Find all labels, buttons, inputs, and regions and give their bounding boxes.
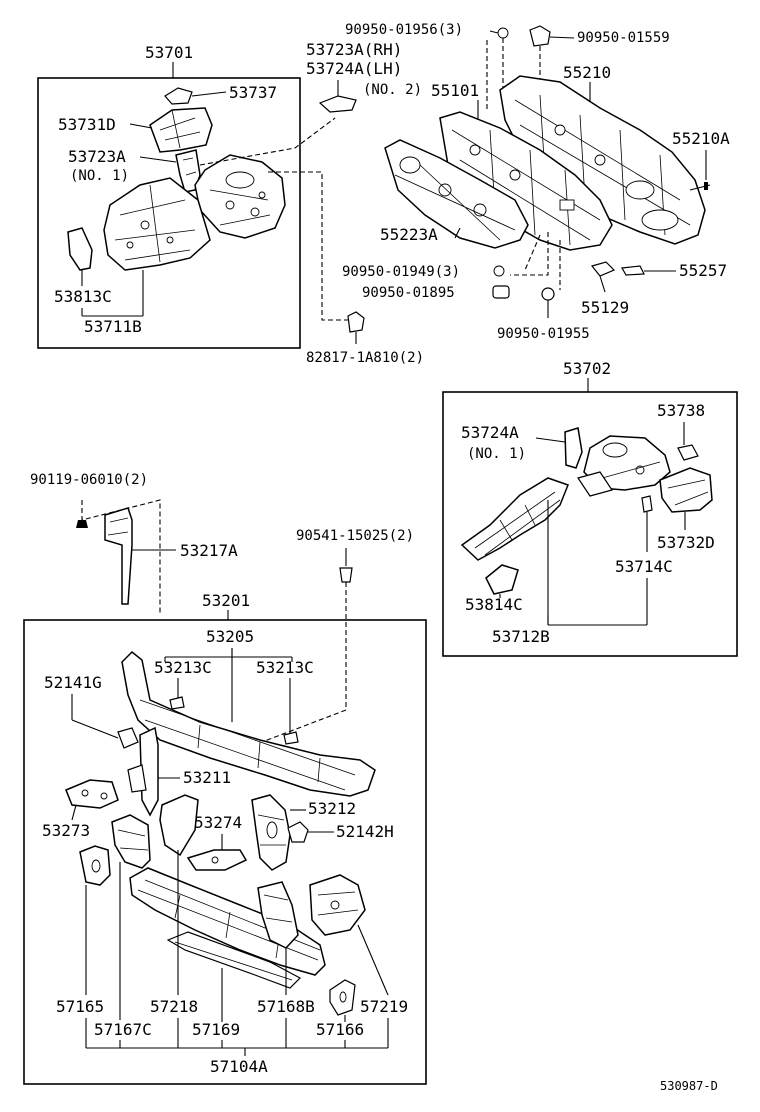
label-90541-15025: 90541-15025(2) xyxy=(296,528,414,544)
label-52142H: 52142H xyxy=(336,822,394,841)
label-55101: 55101 xyxy=(431,81,479,100)
label-53213C-a: 53213C xyxy=(154,658,212,677)
part-53217A xyxy=(104,507,133,605)
label-55210A: 55210A xyxy=(672,129,730,148)
part-53711B xyxy=(103,177,211,271)
label-57167C: 57167C xyxy=(94,1020,152,1039)
part-55223A xyxy=(384,139,529,249)
label-57168B: 57168B xyxy=(257,997,315,1016)
label-53201: 53201 xyxy=(202,591,250,610)
label-90950-01559: 90950-01559 xyxy=(577,30,670,46)
label-53724A-no1-note: (NO. 1) xyxy=(467,446,526,462)
label-53732D: 53732D xyxy=(657,533,715,552)
label-53724A-no1: 53724A xyxy=(461,423,519,442)
part-57169 xyxy=(166,931,301,989)
part-90541-15025 xyxy=(339,567,353,583)
label-53701: 53701 xyxy=(145,43,193,62)
label-57218: 57218 xyxy=(150,997,198,1016)
part-90950-01949 xyxy=(493,265,505,277)
label-53814C: 53814C xyxy=(465,595,523,614)
label-53731D: 53731D xyxy=(58,115,116,134)
part-53813C xyxy=(67,227,93,271)
group-box-53201 xyxy=(23,619,427,1085)
label-82817-1A810: 82817-1A810(2) xyxy=(306,350,424,366)
label-53723A-no1-note: (NO. 1) xyxy=(70,168,129,184)
part-53723A-rh xyxy=(318,95,357,113)
part-53211-bracket xyxy=(127,764,147,793)
label-57166: 57166 xyxy=(316,1020,364,1039)
part-53211 xyxy=(139,726,159,817)
part-53273 xyxy=(65,779,119,809)
label-53724A-lh: 53724A(LH) xyxy=(306,59,402,78)
label-55257: 55257 xyxy=(679,261,727,280)
label-55223A: 55223A xyxy=(380,225,438,244)
part-53737 xyxy=(164,87,193,105)
part-57168B xyxy=(257,881,299,949)
part-53723A-no1 xyxy=(175,149,201,193)
part-53724A-no1 xyxy=(564,427,583,469)
part-55210A xyxy=(704,182,708,190)
part-53714C xyxy=(641,495,653,513)
label-90950-01956: 90950-01956(3) xyxy=(345,22,463,38)
part-53712B xyxy=(460,477,569,561)
part-52142H xyxy=(287,821,309,843)
label-53714C: 53714C xyxy=(615,557,673,576)
group-box-53701 xyxy=(37,77,301,349)
label-57104A: 57104A xyxy=(210,1057,268,1076)
part-55129 xyxy=(590,261,616,277)
part-82817-1A810 xyxy=(347,311,365,333)
part-90950-01956 xyxy=(497,27,509,39)
diagram-reference-code: 530987-D xyxy=(660,1079,718,1093)
part-53731D xyxy=(149,107,213,153)
part-53274-side xyxy=(159,794,199,857)
label-53711B: 53711B xyxy=(84,317,142,336)
part-52141G xyxy=(117,727,139,749)
label-53723A-rh: 53723A(RH) xyxy=(306,40,402,59)
part-53814C xyxy=(485,564,519,595)
part-90950-01559 xyxy=(529,25,551,47)
part-90950-01895 xyxy=(492,285,510,299)
part-90950-01955 xyxy=(541,287,555,301)
label-53274: 53274 xyxy=(194,813,242,832)
label-90119-06010: 90119-06010(2) xyxy=(30,472,148,488)
part-53732D xyxy=(659,467,713,513)
part-57167C xyxy=(111,814,151,869)
label-55129: 55129 xyxy=(581,298,629,317)
label-55210: 55210 xyxy=(563,63,611,82)
label-53213C-b: 53213C xyxy=(256,658,314,677)
label-90950-01955: 90950-01955 xyxy=(497,326,590,342)
part-tower-bracket-rh xyxy=(577,471,613,497)
part-53738 xyxy=(677,444,699,461)
label-57219: 57219 xyxy=(360,997,408,1016)
label-53205: 53205 xyxy=(206,627,254,646)
label-90950-01949: 90950-01949(3) xyxy=(342,264,460,280)
label-53712B: 53712B xyxy=(492,627,550,646)
part-53213C-b xyxy=(283,731,299,745)
label-53211: 53211 xyxy=(183,768,231,787)
label-53217A: 53217A xyxy=(180,541,238,560)
label-57169: 57169 xyxy=(192,1020,240,1039)
label-53737: 53737 xyxy=(229,83,277,102)
label-53273: 53273 xyxy=(42,821,90,840)
label-90950-01895: 90950-01895 xyxy=(362,285,455,301)
part-55257 xyxy=(621,265,645,276)
label-no2-note: (NO. 2) xyxy=(363,82,422,98)
label-53212: 53212 xyxy=(308,799,356,818)
label-52141G: 52141G xyxy=(44,673,102,692)
label-53702: 53702 xyxy=(563,359,611,378)
label-53723A-no1: 53723A xyxy=(68,147,126,166)
part-53213C-a xyxy=(169,696,185,710)
part-57104A xyxy=(129,867,326,976)
label-53813C: 53813C xyxy=(54,287,112,306)
part-suspension-tower-lh xyxy=(194,154,286,239)
label-53738: 53738 xyxy=(657,401,705,420)
group-box-53702 xyxy=(442,391,738,657)
part-90119-06010 xyxy=(76,520,88,528)
label-57165: 57165 xyxy=(56,997,104,1016)
